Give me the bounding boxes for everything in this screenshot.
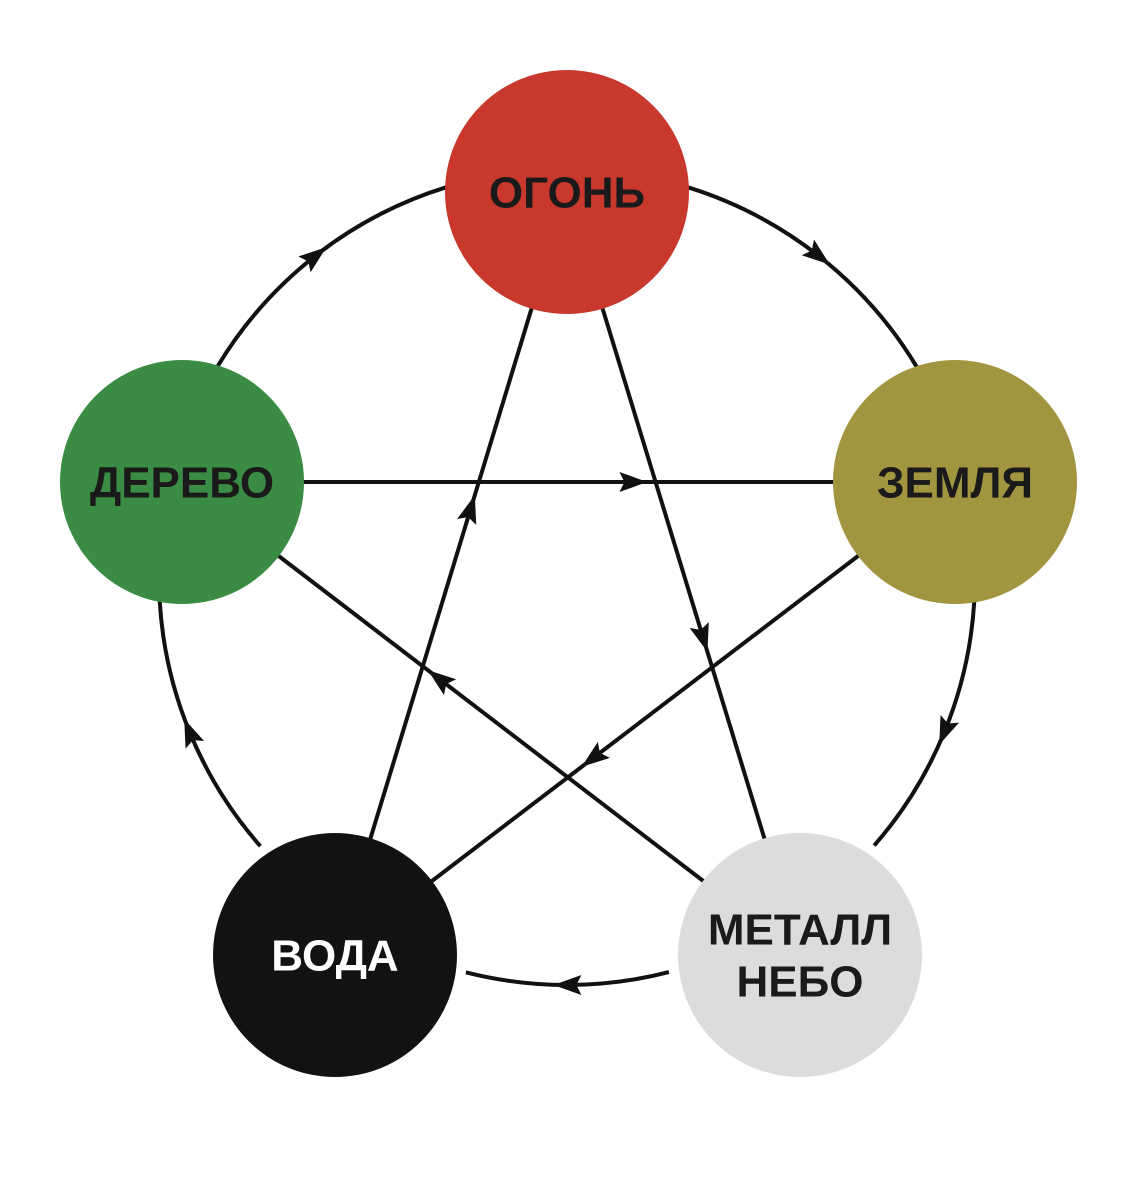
node-earth-label: ЗЕМЛЯ	[877, 459, 1033, 508]
controlling-arrow-fire-to-metal	[689, 622, 709, 652]
controlling-arrow-water-to-fire	[457, 495, 477, 525]
node-water-circle	[213, 833, 457, 1077]
node-metal-circle	[678, 833, 922, 1077]
node-water-label: ВОДА	[271, 932, 398, 981]
node-fire-label: ОГОНЬ	[489, 169, 645, 218]
node-fire-circle	[445, 70, 689, 314]
node-water: ВОДА	[213, 833, 457, 1077]
controlling-edge-earth-to-water	[426, 550, 864, 887]
node-earth: ЗЕМЛЯ	[833, 360, 1077, 604]
node-metal-label: НЕБО	[737, 958, 864, 1007]
node-wood-circle	[60, 360, 304, 604]
controlling-edge-water-to-fire	[366, 302, 536, 845]
generating-arrow-water-to-wood	[184, 718, 205, 749]
controlling-edge-fire-to-metal	[598, 302, 769, 845]
controlling-edge-metal-to-wood	[272, 550, 710, 887]
node-wood: ДЕРЕВО	[60, 360, 304, 604]
generating-edge-wood-to-fire	[215, 185, 448, 368]
generating-arrow-fire-to-earth	[801, 239, 830, 265]
controlling-arrow-earth-to-water	[581, 741, 610, 767]
edges-layer	[157, 185, 977, 995]
controlling-arrow-metal-to-wood	[427, 670, 457, 696]
generating-edge-earth-to-metal	[872, 601, 977, 847]
node-wood-label: ДЕРЕВО	[90, 459, 274, 508]
node-metal-label: МЕТАЛЛ	[708, 906, 892, 955]
generating-arrow-metal-to-water	[553, 974, 582, 995]
generating-edge-fire-to-earth	[686, 185, 919, 369]
node-earth-circle	[833, 360, 1077, 604]
generating-arrow-wood-to-fire	[298, 247, 327, 273]
node-fire: ОГОНЬ	[445, 70, 689, 314]
generating-edge-water-to-wood	[157, 600, 262, 848]
controlling-arrow-wood-to-earth	[619, 472, 648, 492]
generating-arrow-earth-to-metal	[939, 715, 960, 745]
